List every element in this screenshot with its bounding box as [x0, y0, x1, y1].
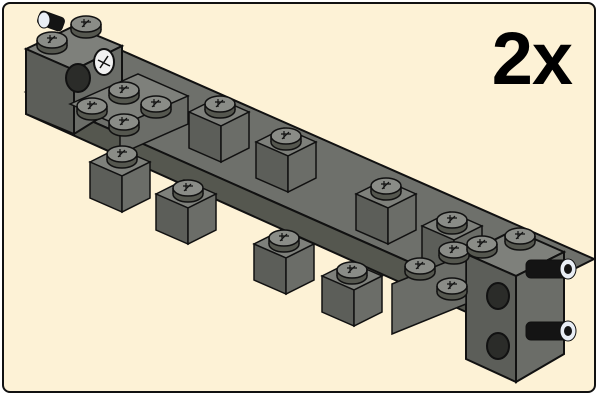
lego-part-illustration [4, 4, 596, 393]
right-pin-top [526, 259, 576, 279]
right-brick-front [466, 254, 516, 382]
right-axle-hole-bottom [487, 333, 509, 359]
left-pin [36, 10, 65, 32]
left-axle-hole [66, 64, 90, 92]
right-axle-hole-top [487, 283, 509, 309]
right-pin-bottom [526, 321, 576, 341]
